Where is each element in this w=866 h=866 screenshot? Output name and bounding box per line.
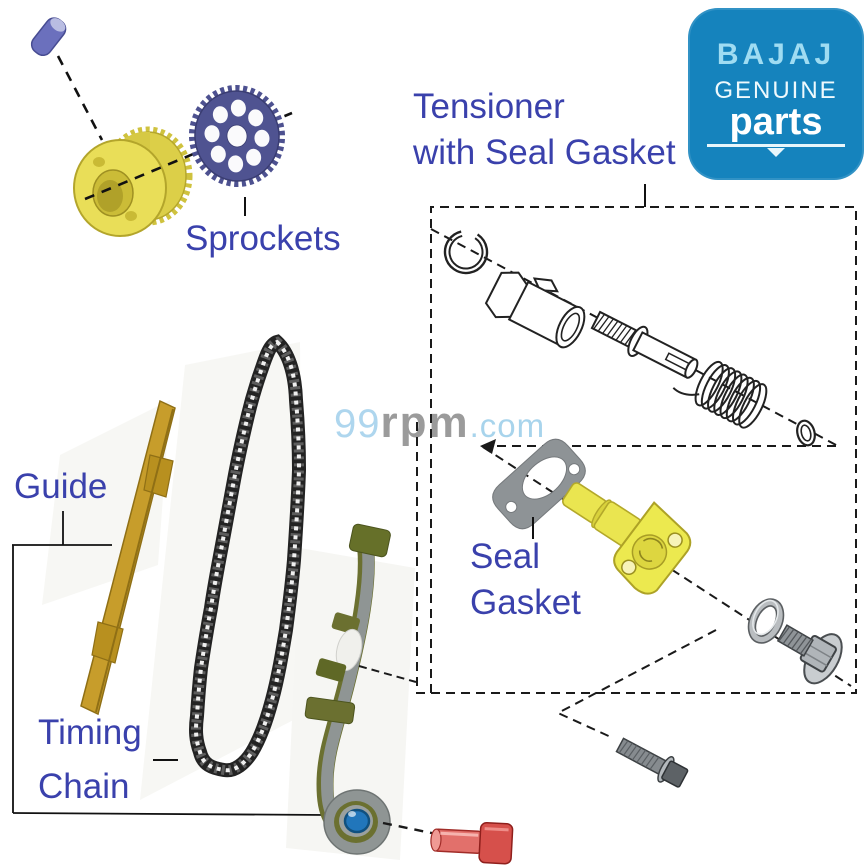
chain-guide-icon (80, 399, 176, 716)
label-seal-line2: Gasket (470, 583, 581, 622)
arm-pad-pointer-line (358, 665, 417, 683)
tensioner-body-icon (484, 271, 586, 349)
tensioner-spring-icon (672, 360, 768, 429)
seal-gasket-box (416, 422, 857, 694)
circlip-icon (443, 229, 489, 275)
label-timing-line1: Timing (38, 713, 142, 752)
logo-underline (707, 144, 845, 147)
label-timing-line2: Chain (38, 767, 130, 806)
tensioner-screw-icon (590, 310, 699, 379)
mounting-bolt-pointer-line (555, 629, 717, 739)
o-ring-icon (747, 598, 785, 644)
timing-chain-icon (189, 334, 307, 778)
logo-chevron-down-icon (767, 148, 785, 157)
roller-pin-icon (430, 821, 514, 865)
label-sprockets: Sprockets (185, 219, 341, 258)
dowel-pin-icon (30, 17, 67, 57)
tensioner-cap-icon (562, 482, 692, 595)
plug-bolt-icon (776, 624, 843, 685)
dowel-pin-axis-line (56, 55, 104, 141)
label-guide: Guide (14, 467, 108, 506)
cam-sprocket-icon (188, 85, 286, 187)
tensioner-box (430, 206, 857, 693)
logo-genuine-text: GENUINE (714, 77, 838, 104)
roller-pin-pointer-line (382, 821, 452, 839)
label-tensioner-line2: with Seal Gasket (413, 133, 676, 172)
mounting-bolt-icon (615, 737, 689, 788)
label-seal-line1: Seal (470, 537, 541, 576)
camshaft-gear-icon (73, 126, 193, 237)
watermark-99: 99 (334, 402, 381, 446)
watermark-rpm: rpm (380, 398, 470, 447)
logo-brand-text: BAJAJ (716, 38, 836, 71)
axis-arrowhead (480, 439, 496, 454)
guide-bracket-lines (12, 511, 328, 816)
tensioner-arm-icon (304, 523, 391, 855)
o-ring-small-icon (796, 419, 816, 447)
watermark: 99rpm.com (334, 398, 545, 448)
logo-parts-text: parts (729, 101, 823, 143)
label-tensioner-line1: Tensioner (413, 87, 565, 126)
bajaj-genuine-parts-logo: BAJAJ GENUINE parts (688, 8, 864, 180)
watermark-com: .com (469, 407, 546, 444)
